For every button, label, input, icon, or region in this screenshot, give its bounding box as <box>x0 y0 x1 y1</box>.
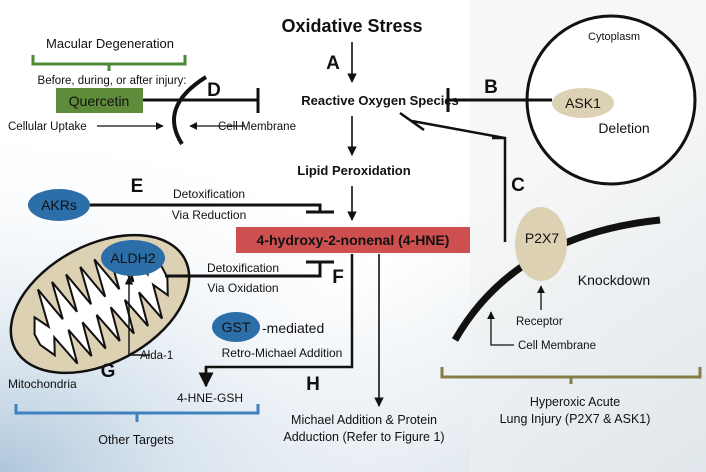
hne-gsh-label: 4-HNE-GSH <box>177 391 243 405</box>
gst-mediated-label: -mediated <box>262 320 324 336</box>
gst-reaction-label: Retro-Michael Addition <box>222 346 343 360</box>
aldh2-line-1: Detoxification <box>207 261 279 275</box>
akrs-inhibition-line <box>90 203 322 212</box>
aldh2-line-2: Via Oxidation <box>207 281 278 295</box>
step-f-label: F <box>332 267 344 288</box>
cell-membrane-label-left: Cell Membrane <box>218 121 296 133</box>
akrs-label: AKRs <box>41 197 77 213</box>
aldh2-inhibition-line <box>165 262 322 278</box>
ros-label: Reactive Oxygen Species <box>301 93 459 108</box>
receptor-label: Receptor <box>516 316 563 328</box>
step-a-label: A <box>326 53 340 74</box>
quercetin-timing-label: Before, during, or after injury: <box>38 75 187 87</box>
cellular-uptake-label: Cellular Uptake <box>8 121 87 133</box>
michael-line-1: Michael Addition & Protein <box>291 413 437 427</box>
other-targets-label: Other Targets <box>98 433 174 447</box>
p2x7-knockdown-label: Knockdown <box>578 272 650 288</box>
mitochondria-label: Mitochondria <box>8 377 77 391</box>
macular-degeneration-label: Macular Degeneration <box>46 36 174 51</box>
lung-injury-bracket <box>440 367 702 384</box>
ask1-oval <box>552 88 614 118</box>
step-b-label: B <box>484 77 498 98</box>
cell-membrane-label-right: Cell Membrane <box>518 340 596 352</box>
quercetin-cell-membrane <box>172 75 208 146</box>
membrane-arrow-right <box>487 311 514 346</box>
p2x7-oval <box>515 207 567 281</box>
quercetin-label: Quercetin <box>69 93 130 109</box>
gst-label: GST <box>222 319 251 335</box>
akrs-oval <box>28 189 90 221</box>
title: Oxidative Stress <box>281 16 422 36</box>
ask1-label: ASK1 <box>565 95 601 111</box>
michael-line-2: Adduction (Refer to Figure 1) <box>283 430 444 444</box>
macular-bracket <box>31 55 187 71</box>
alda1-label: Alda-1 <box>140 350 173 362</box>
hne-label: 4-hydroxy-2-nonenal (4-HNE) <box>257 232 450 248</box>
aldh2-oval <box>101 240 165 276</box>
step-d-label: D <box>207 80 221 101</box>
akrs-line-1: Detoxification <box>173 187 245 201</box>
lipid-peroxidation-label: Lipid Peroxidation <box>297 163 410 178</box>
alda1-arrow <box>124 276 150 356</box>
step-h-label: H <box>306 374 320 395</box>
p2x7-label: P2X7 <box>525 230 559 246</box>
gst-oval <box>212 312 260 342</box>
lung-injury-line-2: Lung Injury (P2X7 & ASK1) <box>500 412 651 426</box>
aldh2-label: ALDH2 <box>110 250 155 266</box>
step-e-label: E <box>131 176 144 197</box>
quercetin-box <box>56 88 143 113</box>
other-targets-bracket <box>14 404 260 422</box>
step-g-label: G <box>101 361 116 382</box>
step-c-label: C <box>511 175 525 196</box>
lung-injury-line-1: Hyperoxic Acute <box>530 395 620 409</box>
akrs-line-2: Via Reduction <box>172 208 247 222</box>
p2x7-inhibition-bar <box>399 111 425 132</box>
hne-box <box>236 227 470 253</box>
cytoplasm-label: Cytoplasm <box>588 31 640 43</box>
ask1-deletion-label: Deletion <box>598 120 649 136</box>
